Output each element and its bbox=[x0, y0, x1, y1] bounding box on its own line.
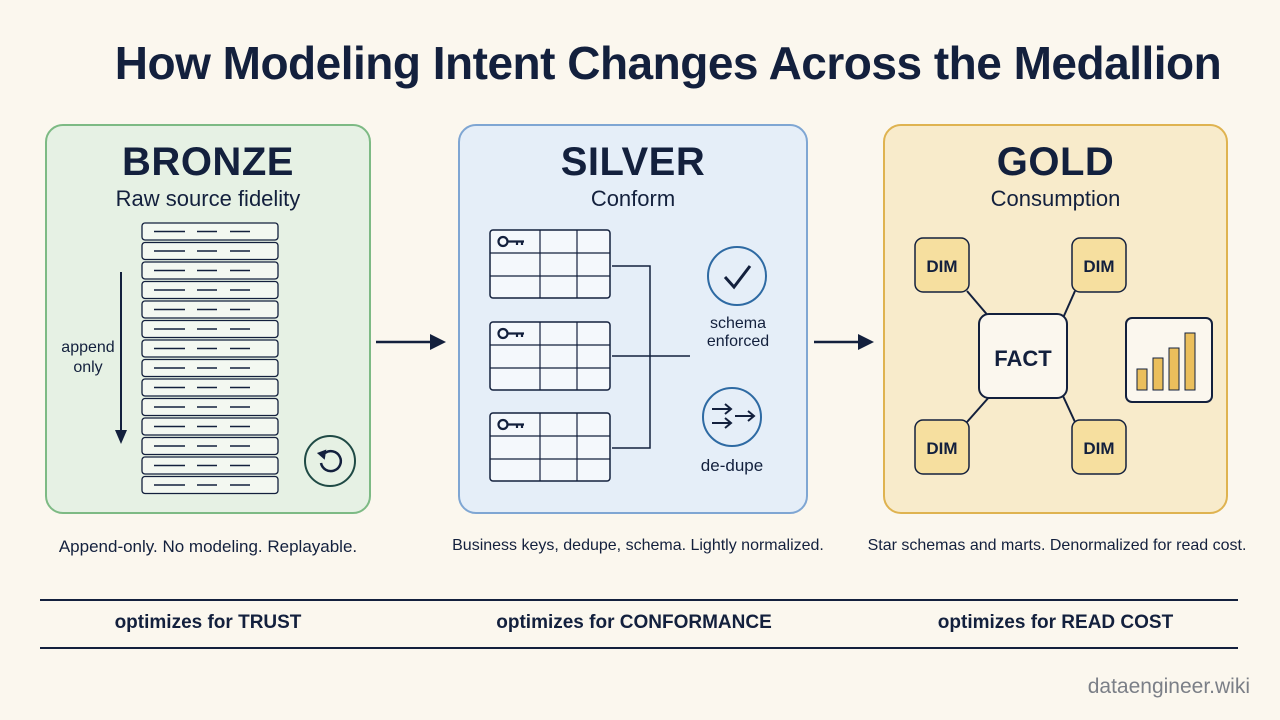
key-icon bbox=[497, 235, 524, 248]
silver-panel: SILVER Conform schema enforced de-dupe bbox=[458, 124, 808, 514]
schema-label-line1: schema bbox=[710, 315, 766, 332]
key-icon bbox=[497, 327, 524, 340]
right-arrow-icon bbox=[376, 334, 446, 350]
dim-box bbox=[1071, 419, 1127, 475]
schema-label-line2: enforced bbox=[707, 333, 769, 350]
bronze-panel: BRONZE Raw source fidelity append only bbox=[45, 124, 371, 514]
table-connector bbox=[612, 265, 690, 449]
page-title: How Modeling Intent Changes Across the M… bbox=[114, 37, 1222, 89]
silver-caption: Business keys, dedupe, schema. Lightly n… bbox=[452, 537, 824, 554]
footer-site: dataengineer.wiki bbox=[1087, 675, 1250, 698]
gold-title: GOLD bbox=[996, 140, 1115, 184]
checkmark-icon bbox=[707, 246, 767, 306]
right-arrow-icon bbox=[814, 334, 874, 350]
dim-box bbox=[914, 237, 970, 293]
bronze-subtitle: Raw source fidelity bbox=[115, 186, 301, 211]
down-arrow-icon bbox=[115, 272, 127, 444]
silver-diagram: schema enforced de-dupe bbox=[489, 229, 769, 482]
dedupe-arrows-icon bbox=[702, 387, 762, 447]
keyed-table bbox=[489, 412, 611, 482]
bronze-title: BRONZE bbox=[122, 140, 294, 184]
fact-box bbox=[978, 313, 1068, 399]
dim-box bbox=[1071, 237, 1127, 293]
bar-chart-icon bbox=[1125, 317, 1213, 403]
silver-optimizes: optimizes for CONFORMANCE bbox=[496, 612, 772, 633]
bronze-caption: Append-only. No modeling. Replayable. bbox=[58, 537, 358, 556]
gold-subtitle: Consumption bbox=[990, 186, 1121, 211]
dim-label: DIM bbox=[1083, 439, 1114, 458]
append-label-line1: append bbox=[61, 339, 114, 356]
dim-box bbox=[914, 419, 970, 475]
dim-label: DIM bbox=[1083, 257, 1114, 276]
fact-label: FACT bbox=[994, 346, 1052, 371]
keyed-table bbox=[489, 321, 611, 391]
silver-title: SILVER bbox=[560, 140, 706, 184]
dedupe-label: de-dupe bbox=[701, 456, 763, 475]
gold-caption: Star schemas and marts. Denormalized for… bbox=[867, 537, 1247, 554]
key-icon bbox=[497, 418, 524, 431]
gold-optimizes: optimizes for READ COST bbox=[937, 612, 1174, 633]
gold-diagram: DIM DIM DIM DIM FACT bbox=[914, 237, 1213, 475]
keyed-table bbox=[489, 229, 611, 299]
gold-panel: GOLD Consumption DIM DIM DIM DIM FACT bbox=[883, 124, 1228, 514]
dim-label: DIM bbox=[926, 439, 957, 458]
bronze-diagram: append only bbox=[61, 222, 356, 495]
append-log-stack bbox=[141, 222, 279, 495]
divider-bottom bbox=[40, 647, 1238, 649]
replay-icon bbox=[304, 435, 356, 487]
silver-subtitle: Conform bbox=[590, 186, 676, 211]
keyed-tables bbox=[489, 229, 611, 482]
divider-top bbox=[40, 599, 1238, 601]
append-label-line2: only bbox=[73, 359, 102, 376]
dim-label: DIM bbox=[926, 257, 957, 276]
bronze-optimizes: optimizes for TRUST bbox=[114, 612, 302, 633]
